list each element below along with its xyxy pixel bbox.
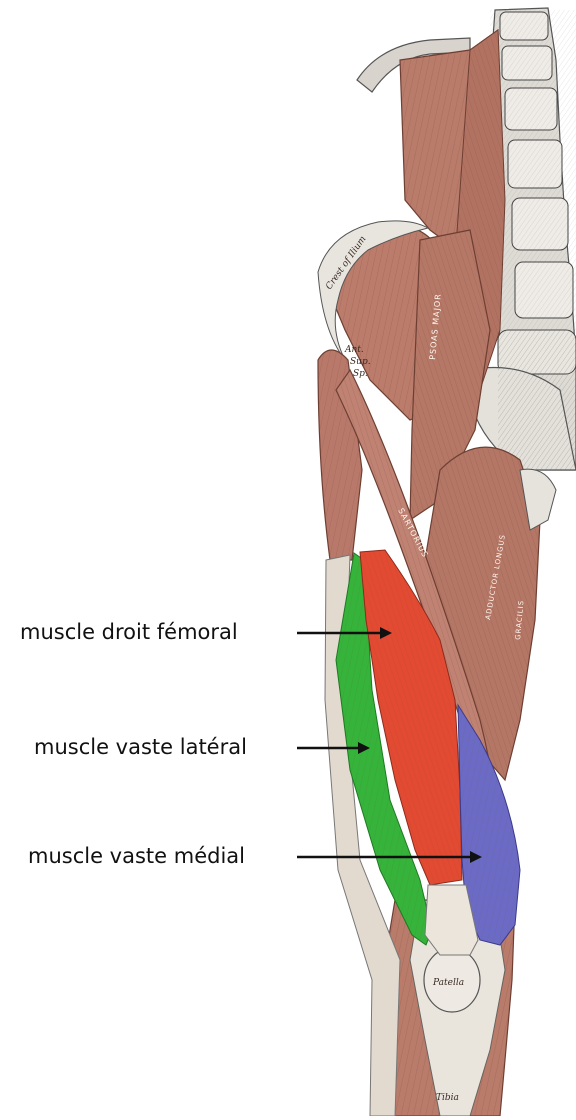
label-rectus-femoris: muscle droit fémoral xyxy=(20,622,238,643)
svg-text:Sp.: Sp. xyxy=(353,369,368,379)
svg-text:Patella: Patella xyxy=(432,978,464,988)
svg-text:Ant.: Ant. xyxy=(344,345,364,355)
label-vastus-lateralis: muscle vaste latéral xyxy=(34,737,247,758)
svg-text:Tibia: Tibia xyxy=(436,1093,459,1103)
label-vastus-medialis: muscle vaste médial xyxy=(28,846,245,867)
svg-text:Sup.: Sup. xyxy=(350,357,371,367)
